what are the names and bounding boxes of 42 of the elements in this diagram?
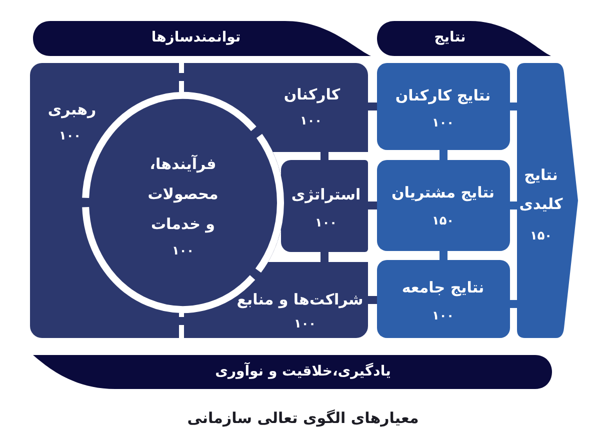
score-label: ۱۰۰ [432,308,454,324]
band-title: نتایج [434,29,466,47]
connector-bar [368,102,377,110]
connector-bar [179,317,184,325]
criterion-title: شراکت‌ها و منابع [236,290,364,310]
band-title: یادگیری،خلاقیت و نوآوری [215,363,391,381]
connector-bar [320,252,328,262]
score-label: ۱۰۰ [172,244,194,258]
connector-bar [510,300,517,308]
score-label: ۱۰۰ [294,316,316,332]
criterion-title: نتایج کلیدی [518,165,564,215]
score-label: ۱۵۰ [432,214,454,228]
criterion-title: رهبری [48,100,96,120]
criterion-title: فرآیندها، محصولات و خدمات [146,154,220,235]
connector-bar [368,296,377,304]
criterion-box [377,63,510,150]
connector-bar [368,202,377,210]
connector-bar [510,102,517,110]
header-band [33,21,371,56]
footer-band [33,355,552,389]
caption: معیارهای الگوی تعالی سازمانی [187,409,419,427]
criterion-title: نتایج کارکنان [395,86,491,106]
criterion-box [377,260,510,338]
score-label: ۱۰۰ [315,216,337,230]
score-label: ۱۰۰ [59,128,81,144]
connector-bar [440,251,448,260]
connector-bar [320,152,328,160]
connector-bar [510,202,517,210]
band-title: توانمندسازها [151,29,241,47]
criterion-title: استراتژی [291,186,361,204]
connector-bar [179,73,184,81]
criterion-title: نتایج مشتریان [391,184,495,202]
connector-bar [440,150,448,160]
score-label: ۱۵۰ [530,228,552,244]
arrow-box [517,63,578,338]
criterion-box [377,160,510,251]
criterion-title: نتایج جامعه [402,278,484,298]
score-label: ۱۰۰ [432,116,454,130]
criterion-title: کارکنان [284,86,340,104]
header-band [377,21,551,56]
score-label: ۱۰۰ [300,114,322,128]
criterion-box [281,160,368,252]
